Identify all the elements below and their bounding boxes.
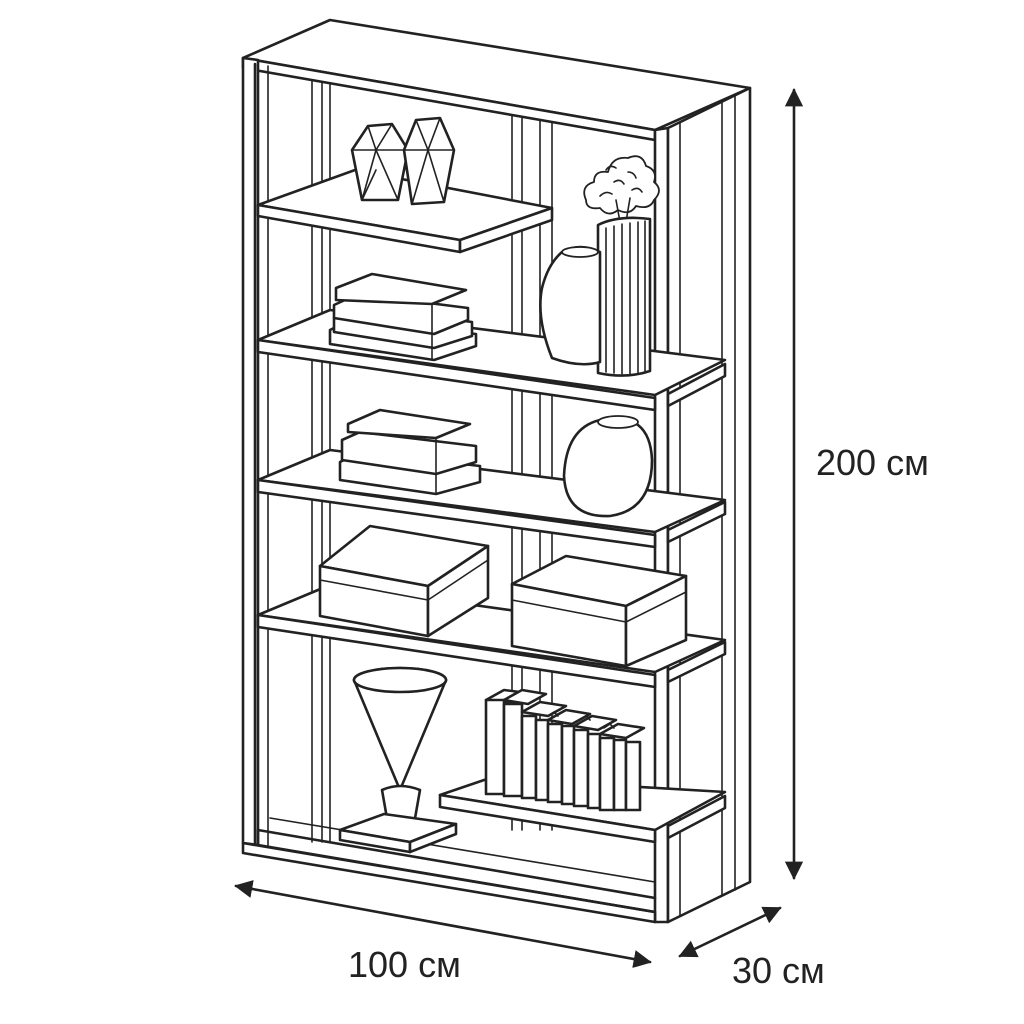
width-label: 100 см <box>348 944 461 985</box>
book-row <box>484 688 646 812</box>
width-dimension-arrow <box>234 880 652 968</box>
faceted-vase-right <box>402 116 456 206</box>
fluted-vase <box>596 216 652 377</box>
depth-label: 30 см <box>732 950 825 991</box>
storage-box-left <box>318 524 490 638</box>
flower-bouquet <box>583 155 660 223</box>
height-label: 200 см <box>816 442 929 483</box>
cone-decor <box>338 666 458 854</box>
faceted-vase-left <box>350 122 410 202</box>
round-vase-tall <box>539 245 602 366</box>
book-stack-1 <box>328 272 478 362</box>
book-stack-2 <box>338 408 482 496</box>
shelf-1 <box>256 168 554 254</box>
round-vase-ball <box>562 415 654 518</box>
depth-dimension-arrow <box>678 906 782 958</box>
storage-box-right <box>510 554 688 668</box>
